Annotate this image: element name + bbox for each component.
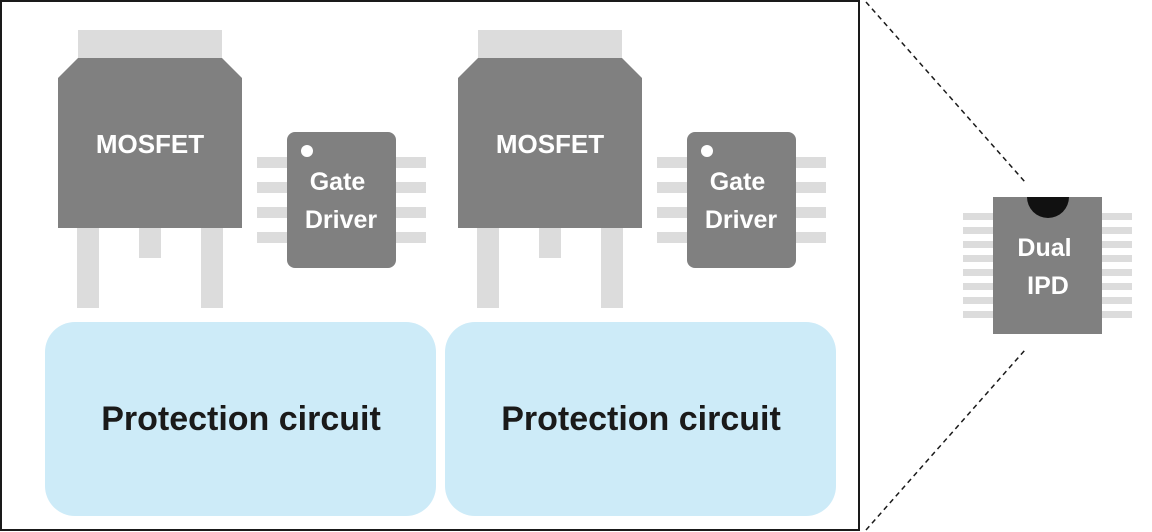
gate-driver-label-line-1: Gate	[310, 168, 366, 196]
protection-circuit-block: Protection circuit	[445, 322, 836, 516]
mosfet-package: MOSFET	[58, 30, 242, 308]
gate-driver-package: Gate Driver	[257, 132, 426, 268]
dual-ipd-chip: Dual IPD	[963, 197, 1132, 334]
dual-ipd-label: Dual IPD	[1017, 234, 1078, 300]
channel-1: MOSFET Gate Driver Protection c	[45, 30, 436, 516]
zoom-line-bottom	[865, 349, 1026, 531]
gate-driver-label-line-1: Gate	[710, 168, 766, 196]
gate-driver-label-line-2: Driver	[705, 206, 778, 234]
dpak-package-icon	[458, 30, 642, 308]
soic-package-icon	[657, 132, 826, 268]
protection-circuit-label: Protection circuit	[501, 400, 781, 438]
mosfet-label: MOSFET	[496, 129, 604, 159]
gate-driver-label: Gate Driver	[705, 168, 778, 234]
pin1-marker-icon	[701, 145, 713, 157]
notch-icon	[1027, 197, 1069, 218]
channel-2: MOSFET Gate Driver Protection c	[445, 30, 836, 516]
ssop-package-icon	[963, 197, 1132, 334]
dual-ipd-label-line-1: Dual	[1017, 234, 1071, 262]
dual-ipd-label-line-2: IPD	[1027, 272, 1069, 300]
gate-driver-label-line-2: Driver	[305, 206, 378, 234]
protection-circuit-block: Protection circuit	[45, 322, 436, 516]
mosfet-label: MOSFET	[96, 129, 204, 159]
gate-driver-label: Gate Driver	[305, 168, 378, 234]
pin1-marker-icon	[301, 145, 313, 157]
zoom-line-top	[865, 1, 1026, 183]
gate-driver-package: Gate Driver	[657, 132, 826, 268]
dpak-package-icon	[58, 30, 242, 308]
soic-package-icon	[257, 132, 426, 268]
protection-circuit-label: Protection circuit	[101, 400, 381, 438]
mosfet-package: MOSFET	[458, 30, 642, 308]
